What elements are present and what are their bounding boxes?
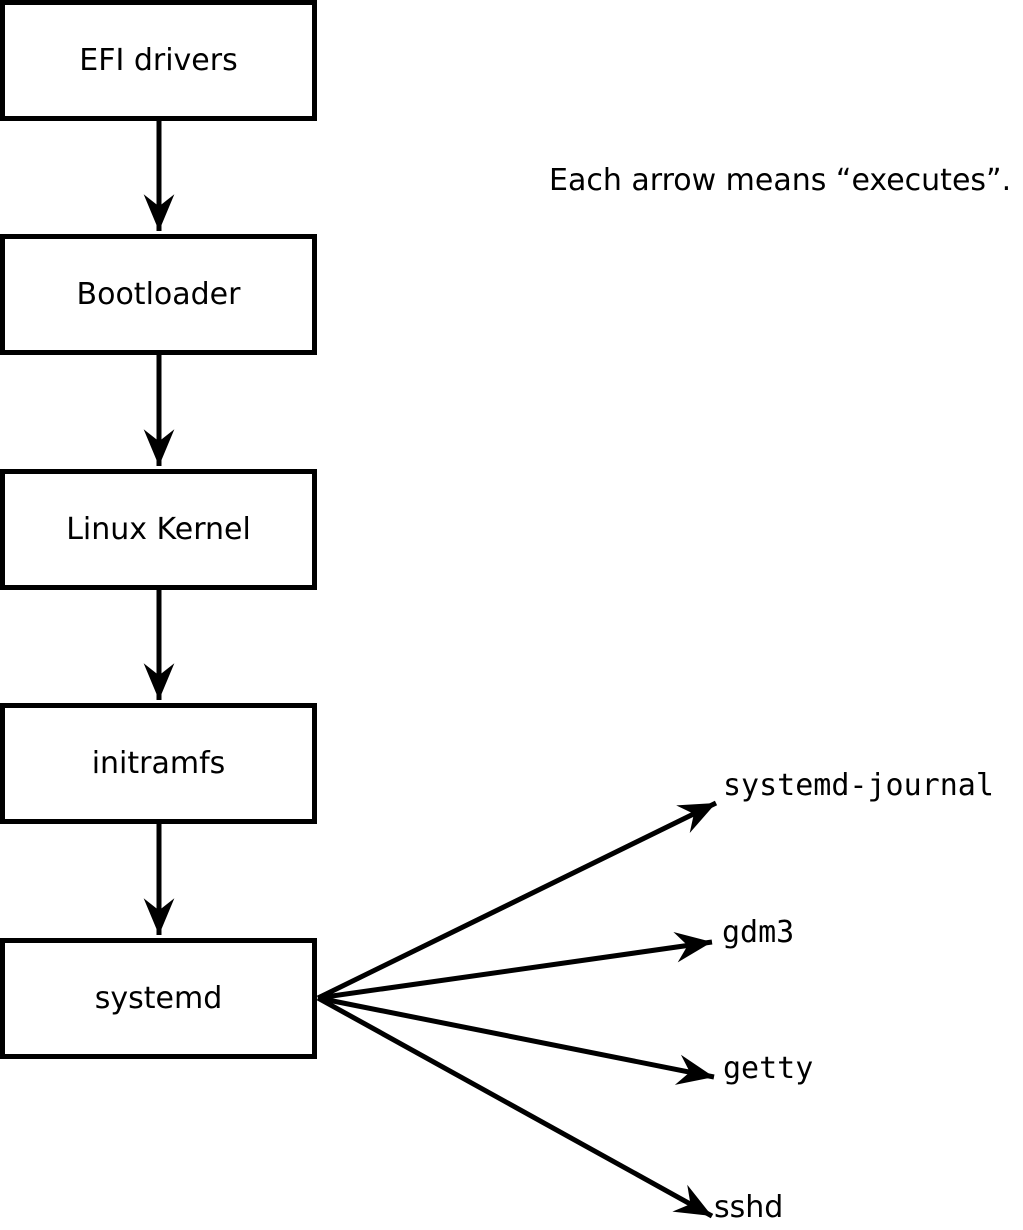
leaf-gdm3: gdm3 — [722, 915, 795, 950]
arrow-systemd-to-getty — [317, 995, 715, 1085]
node-linux-kernel: Linux Kernel — [0, 469, 317, 590]
node-efi-drivers-label: EFI drivers — [79, 43, 238, 78]
node-bootloader-label: Bootloader — [76, 277, 241, 312]
node-linux-kernel-label: Linux Kernel — [66, 512, 251, 547]
node-bootloader: Bootloader — [0, 234, 317, 355]
node-initramfs-label: initramfs — [91, 746, 226, 781]
leaf-getty: getty — [723, 1051, 814, 1086]
node-initramfs: initramfs — [0, 703, 317, 824]
arrow-systemd-to-gdm3 — [317, 931, 713, 1001]
leaf-systemd-journal: systemd-journal — [723, 768, 994, 803]
leaf-sshd: sshd — [714, 1190, 784, 1225]
node-systemd-label: systemd — [94, 981, 223, 1016]
arrow-meaning-note: Each arrow means “executes”. — [549, 163, 1012, 198]
node-systemd: systemd — [0, 938, 317, 1059]
arrow-systemd-to-sshd — [316, 995, 714, 1219]
node-efi-drivers: EFI drivers — [0, 0, 317, 121]
arrow-systemd-to-journal — [316, 800, 718, 1001]
